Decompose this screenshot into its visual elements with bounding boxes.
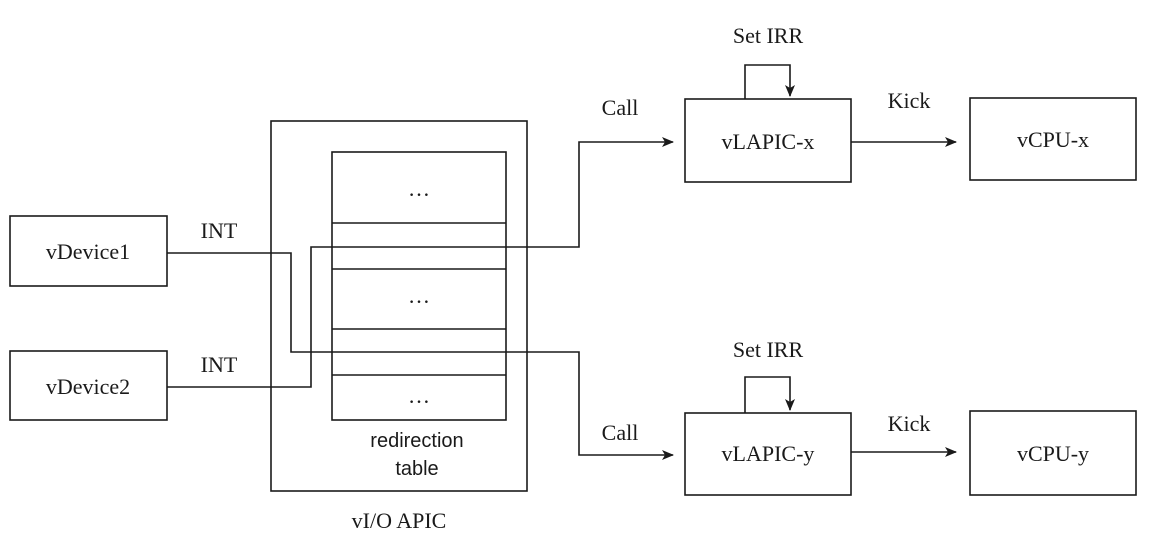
redirection-table-label-line1: redirection (370, 430, 463, 452)
set-irr-label-y: Set IRR (733, 337, 804, 362)
vcpu-y-box (969, 410, 1137, 496)
redirection-table-label-line2: table (395, 458, 438, 480)
vdevice2-box (9, 350, 168, 421)
kick-label-y: Kick (888, 411, 931, 436)
vdevice1-label: vDevice1 (46, 239, 130, 264)
route-vdevice1-to-vlapic-y (167, 252, 674, 460)
int-label-vdevice2: INT (201, 352, 238, 377)
table-ellipsis-middle: … (408, 283, 430, 308)
int-label-vdevice1: INT (201, 218, 238, 243)
route-vdevice2-to-vlapic-x (167, 137, 674, 388)
vcpu-x-box (969, 97, 1137, 181)
set-irr-loop-x (744, 64, 795, 99)
vcpu-x-label: vCPU-x (1017, 127, 1089, 152)
vlapic-y-label: vLAPIC-y (722, 441, 815, 466)
vioapic-label: vI/O APIC (352, 508, 447, 533)
vdevice2-label: vDevice2 (46, 374, 130, 399)
vcpu-y-label: vCPU-y (1017, 441, 1089, 466)
vlapic-x-label: vLAPIC-x (722, 129, 815, 154)
vlapic-y-box (684, 412, 852, 496)
call-label-y: Call (602, 420, 639, 445)
vdevice1-box (9, 215, 168, 287)
vlapic-x-box (684, 98, 852, 183)
table-ellipsis-top: … (408, 176, 430, 201)
call-label-x: Call (602, 95, 639, 120)
kick-label-x: Kick (888, 88, 931, 113)
set-irr-loop-y (744, 376, 795, 413)
table-ellipsis-bottom: … (408, 383, 430, 408)
set-irr-label-x: Set IRR (733, 23, 804, 48)
